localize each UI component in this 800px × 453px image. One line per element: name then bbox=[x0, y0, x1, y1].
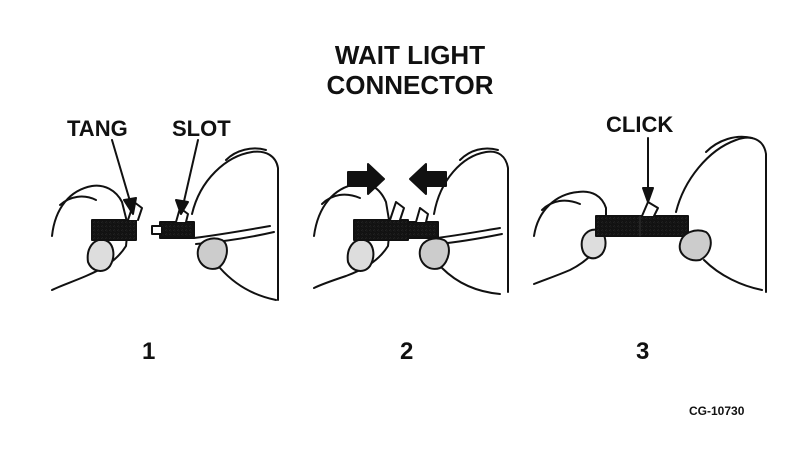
push-left-arrow bbox=[409, 163, 447, 195]
left-hand-3 bbox=[533, 190, 607, 285]
click-label: CLICK bbox=[606, 112, 674, 137]
left-connector-half-2 bbox=[353, 219, 409, 241]
left-connector-half-1 bbox=[91, 219, 137, 241]
right-hand-3 bbox=[675, 136, 767, 293]
step-number-2: 2 bbox=[400, 338, 414, 365]
title-line-1: WAIT LIGHT bbox=[334, 40, 486, 70]
right-hand-2 bbox=[433, 150, 509, 293]
left-hand-2 bbox=[313, 182, 391, 289]
figure-code: CG-10730 bbox=[689, 404, 745, 418]
step-1-illustration bbox=[51, 139, 279, 301]
slot-arrow bbox=[181, 139, 199, 211]
right-connector-half-1 bbox=[159, 221, 195, 239]
step-number-1: 1 bbox=[142, 338, 156, 365]
mated-connector-3 bbox=[595, 215, 689, 237]
right-hand-1 bbox=[191, 150, 279, 301]
push-right-arrow bbox=[347, 163, 385, 195]
tang-label: TANG bbox=[67, 116, 128, 141]
diagram-title: WAIT LIGHT CONNECTOR bbox=[0, 40, 800, 100]
title-line-2: CONNECTOR bbox=[326, 70, 494, 100]
slot-label: SLOT bbox=[172, 116, 231, 141]
step-3-illustration bbox=[533, 135, 767, 293]
step-number-3: 3 bbox=[636, 338, 650, 365]
left-hand-1 bbox=[51, 184, 129, 291]
tang-arrow bbox=[111, 139, 133, 209]
step-2-illustration bbox=[313, 147, 509, 295]
right-connector-half-2 bbox=[407, 221, 439, 239]
